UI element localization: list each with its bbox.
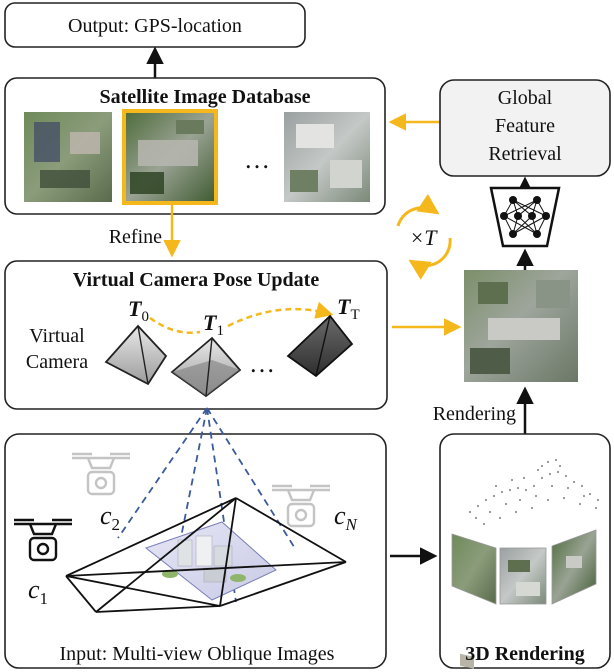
drone-icon-1 [14,518,72,562]
pose-trajectory [149,316,201,334]
retrieval-line-1: Global [498,87,553,109]
output-box: Output: GPS-location [4,2,306,48]
camera-n-label: cN [334,501,359,534]
rendering-label: Rendering [433,403,516,425]
rendered-view-right [551,529,597,605]
drone-icon-n [272,484,330,528]
satellite-image-3 [284,112,370,202]
camera-1-label: c1 [28,575,48,608]
retrieval-line-2: Feature [495,115,555,137]
refine-label: Refine [109,226,162,248]
rendered-view-image [464,270,578,382]
database-ellipsis: … [244,145,270,174]
retrieval-box: Global Feature Retrieval [439,79,611,177]
pose-update-box: Virtual Camera Pose Update Virtual Camer… [4,260,388,410]
database-title: Satellite Image Database [99,86,310,108]
iterate-loop-icon: ×T [396,193,452,280]
neural-network-icon [489,186,561,248]
rendered-view-left [451,533,497,669]
drone-icon-2 [72,452,130,496]
virtual-camera-line-2: Camera [26,351,88,373]
retrieval-line-3: Retrieval [488,143,562,165]
camera-2-label: c2 [100,501,120,534]
satellite-image-1 [24,112,112,202]
virtual-camera-line-1: Virtual [29,325,85,347]
satellite-image-selected [122,109,218,205]
satellite-database-box: Satellite Image Database … [4,77,386,215]
rendering-box: 3D Rendering [439,433,611,669]
input-caption: Input: Multi-view Oblique Images [60,643,335,665]
output-label: Output: GPS-location [68,15,242,37]
rendered-view-middle [499,547,547,605]
pose-ellipsis: … [249,349,275,378]
input-box: c1 c2 cN Input: Multi-view Oblique Image… [4,407,387,669]
pose-t0-label: T0 [128,296,149,325]
camera-rays [65,497,347,613]
pose-t1-label: T1 [203,310,224,339]
rendering-box-title: 3D Rendering [465,643,584,665]
pose-tt-label: TT [337,294,360,323]
pose-update-title: Virtual Camera Pose Update [73,269,320,291]
camera-pyramid-tt [286,314,354,378]
camera-pyramid-t1 [170,336,242,398]
camera-pyramid-t0 [104,324,168,386]
point-cloud [469,459,599,525]
iterate-label: ×T [409,225,438,250]
pose-trajectory-2 [227,301,334,328]
